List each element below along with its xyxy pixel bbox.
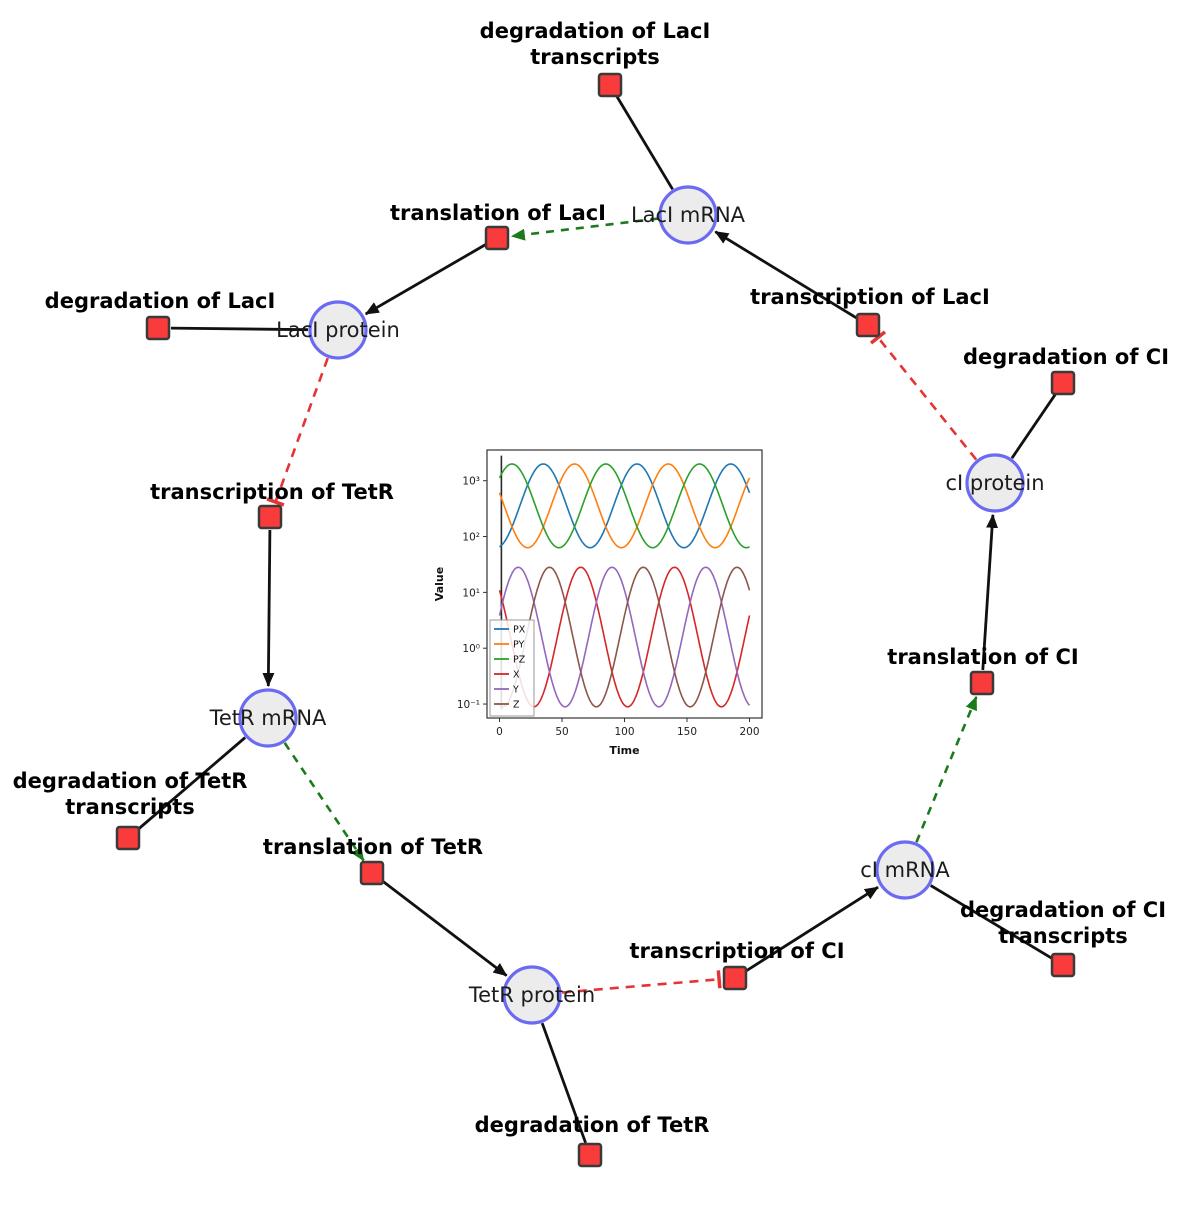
x-tick-label: 50: [555, 726, 568, 738]
reaction-label-tl-ci-line0: translation of CI: [887, 645, 1078, 669]
reaction-node-deg-laci-tx: [597, 72, 623, 98]
edge-degradation-ci-protein-to-deg-ci: [1010, 393, 1057, 459]
legend-label-Y: Y: [512, 685, 519, 696]
reaction-label-deg-ci-line0: degradation of CI: [963, 345, 1169, 369]
edge-inhibition-ci-protein-to-tc-laci: [869, 330, 978, 461]
y-tick-label: 10²: [462, 532, 480, 544]
reaction-node-deg-tetr-tx: [115, 825, 141, 851]
x-tick-label: 150: [677, 726, 697, 738]
series-line-PY: [498, 463, 751, 549]
reaction-label-tc-laci-line0: transcription of LacI: [750, 285, 990, 309]
edge-degradation-tetr-protein-to-deg-tetr: [540, 1022, 587, 1144]
species-label-tetr-protein: TetR protein: [468, 983, 595, 1007]
series-line-Y: [498, 566, 751, 708]
edge-production-tl-tetr-to-tetr-protein: [381, 879, 508, 977]
edge-production-tl-ci-to-ci-protein: [981, 513, 999, 671]
y-tick-label: 10³: [462, 476, 480, 488]
reaction-label-tc-ci-line0: transcription of CI: [629, 939, 844, 963]
reaction-label-deg-tetr-tx-line1: transcripts: [65, 795, 195, 819]
reaction-node-tc-tetr: [257, 504, 283, 530]
reaction-node-deg-ci-tx: [1050, 952, 1076, 978]
reaction-label-tl-tetr-line0: translation of TetR: [263, 835, 483, 859]
species-node-ci-protein: [965, 453, 1025, 513]
reaction-node-tl-ci: [969, 670, 995, 696]
reaction-label-deg-laci-tx-line1: transcripts: [530, 45, 660, 69]
reaction-node-deg-laci: [145, 315, 171, 341]
y-tick-label: 10⁻¹: [457, 699, 480, 711]
species-node-ci-mrna: [875, 840, 935, 900]
x-tick-label: 200: [739, 726, 759, 738]
reaction-node-deg-tetr: [577, 1142, 603, 1168]
reaction-label-deg-tetr-tx-line0: degradation of TetR: [13, 769, 248, 793]
edge-inhibition-tetr-protein-to-tc-ci: [561, 970, 722, 994]
x-axis-title: Time: [609, 744, 639, 757]
reaction-label-deg-tetr-line0: degradation of TetR: [475, 1113, 710, 1137]
reaction-label-deg-laci-tx-line0: degradation of LacI: [480, 19, 711, 43]
reaction-node-deg-ci: [1050, 370, 1076, 396]
species-node-tetr-mrna: [238, 688, 298, 748]
legend-label-X: X: [513, 670, 520, 681]
series-line-Z: [499, 566, 751, 708]
edge-degradation-laci-protein-to-deg-laci: [170, 326, 309, 332]
edge-modifier-ci-mrna-to-tl-ci: [915, 695, 978, 843]
reaction-label-deg-ci-tx-line0: degradation of CI: [960, 898, 1166, 922]
nodes-layer: [115, 72, 1076, 1168]
reaction-label-deg-ci-tx-line1: transcripts: [998, 924, 1128, 948]
edge-production-tc-laci-to-laci-mrna: [714, 230, 858, 320]
series-line-PX: [499, 463, 751, 549]
edge-degradation-laci-mrna-to-deg-laci-tx: [615, 95, 674, 191]
edges-layer: [136, 95, 1057, 1144]
legend-label-PZ: PZ: [513, 655, 526, 666]
species-label-ci-mrna: cI mRNA: [860, 858, 950, 882]
species-label-ci-protein: cI protein: [945, 471, 1044, 495]
species-node-laci-mrna: [658, 185, 718, 245]
species-node-tetr-protein: [502, 965, 562, 1025]
species-label-laci-protein: LacI protein: [276, 318, 400, 342]
x-tick-label: 0: [496, 726, 503, 738]
x-tick-label: 100: [614, 726, 634, 738]
species-node-laci-protein: [308, 300, 368, 360]
species-label-tetr-mrna: TetR mRNA: [209, 706, 327, 730]
y-tick-label: 10⁰: [462, 643, 480, 655]
series-line-PZ: [498, 463, 750, 549]
reaction-node-tl-laci: [484, 225, 510, 251]
reaction-node-tc-laci: [855, 312, 881, 338]
y-axis-title: Value: [433, 567, 446, 601]
legend-label-Z: Z: [513, 700, 520, 711]
edge-production-tc-ci-to-ci-mrna: [745, 886, 879, 973]
series-line-X: [498, 566, 751, 708]
legend-box: [489, 619, 535, 717]
legend-label-PX: PX: [513, 625, 526, 636]
reaction-label-tl-laci-line0: translation of LacI: [390, 201, 606, 225]
reaction-label-deg-laci-line0: degradation of LacI: [45, 289, 276, 313]
y-tick-label: 10¹: [462, 587, 480, 599]
species-label-laci-mrna: LacI mRNA: [631, 203, 746, 227]
reaction-node-tc-ci: [722, 965, 748, 991]
edge-production-tl-laci-to-laci-protein: [364, 243, 487, 316]
reaction-label-tc-tetr-line0: transcription of TetR: [150, 480, 394, 504]
edge-modifier-laci-mrna-to-tl-laci: [510, 217, 659, 241]
edge-degradation-ci-mrna-to-deg-ci-tx: [929, 884, 1053, 960]
edge-degradation-tetr-mrna-to-deg-tetr-tx: [136, 736, 247, 831]
edge-production-tc-tetr-to-tetr-mrna: [262, 529, 275, 687]
legend-label-PY: PY: [513, 640, 525, 651]
reaction-node-tl-tetr: [359, 860, 385, 886]
